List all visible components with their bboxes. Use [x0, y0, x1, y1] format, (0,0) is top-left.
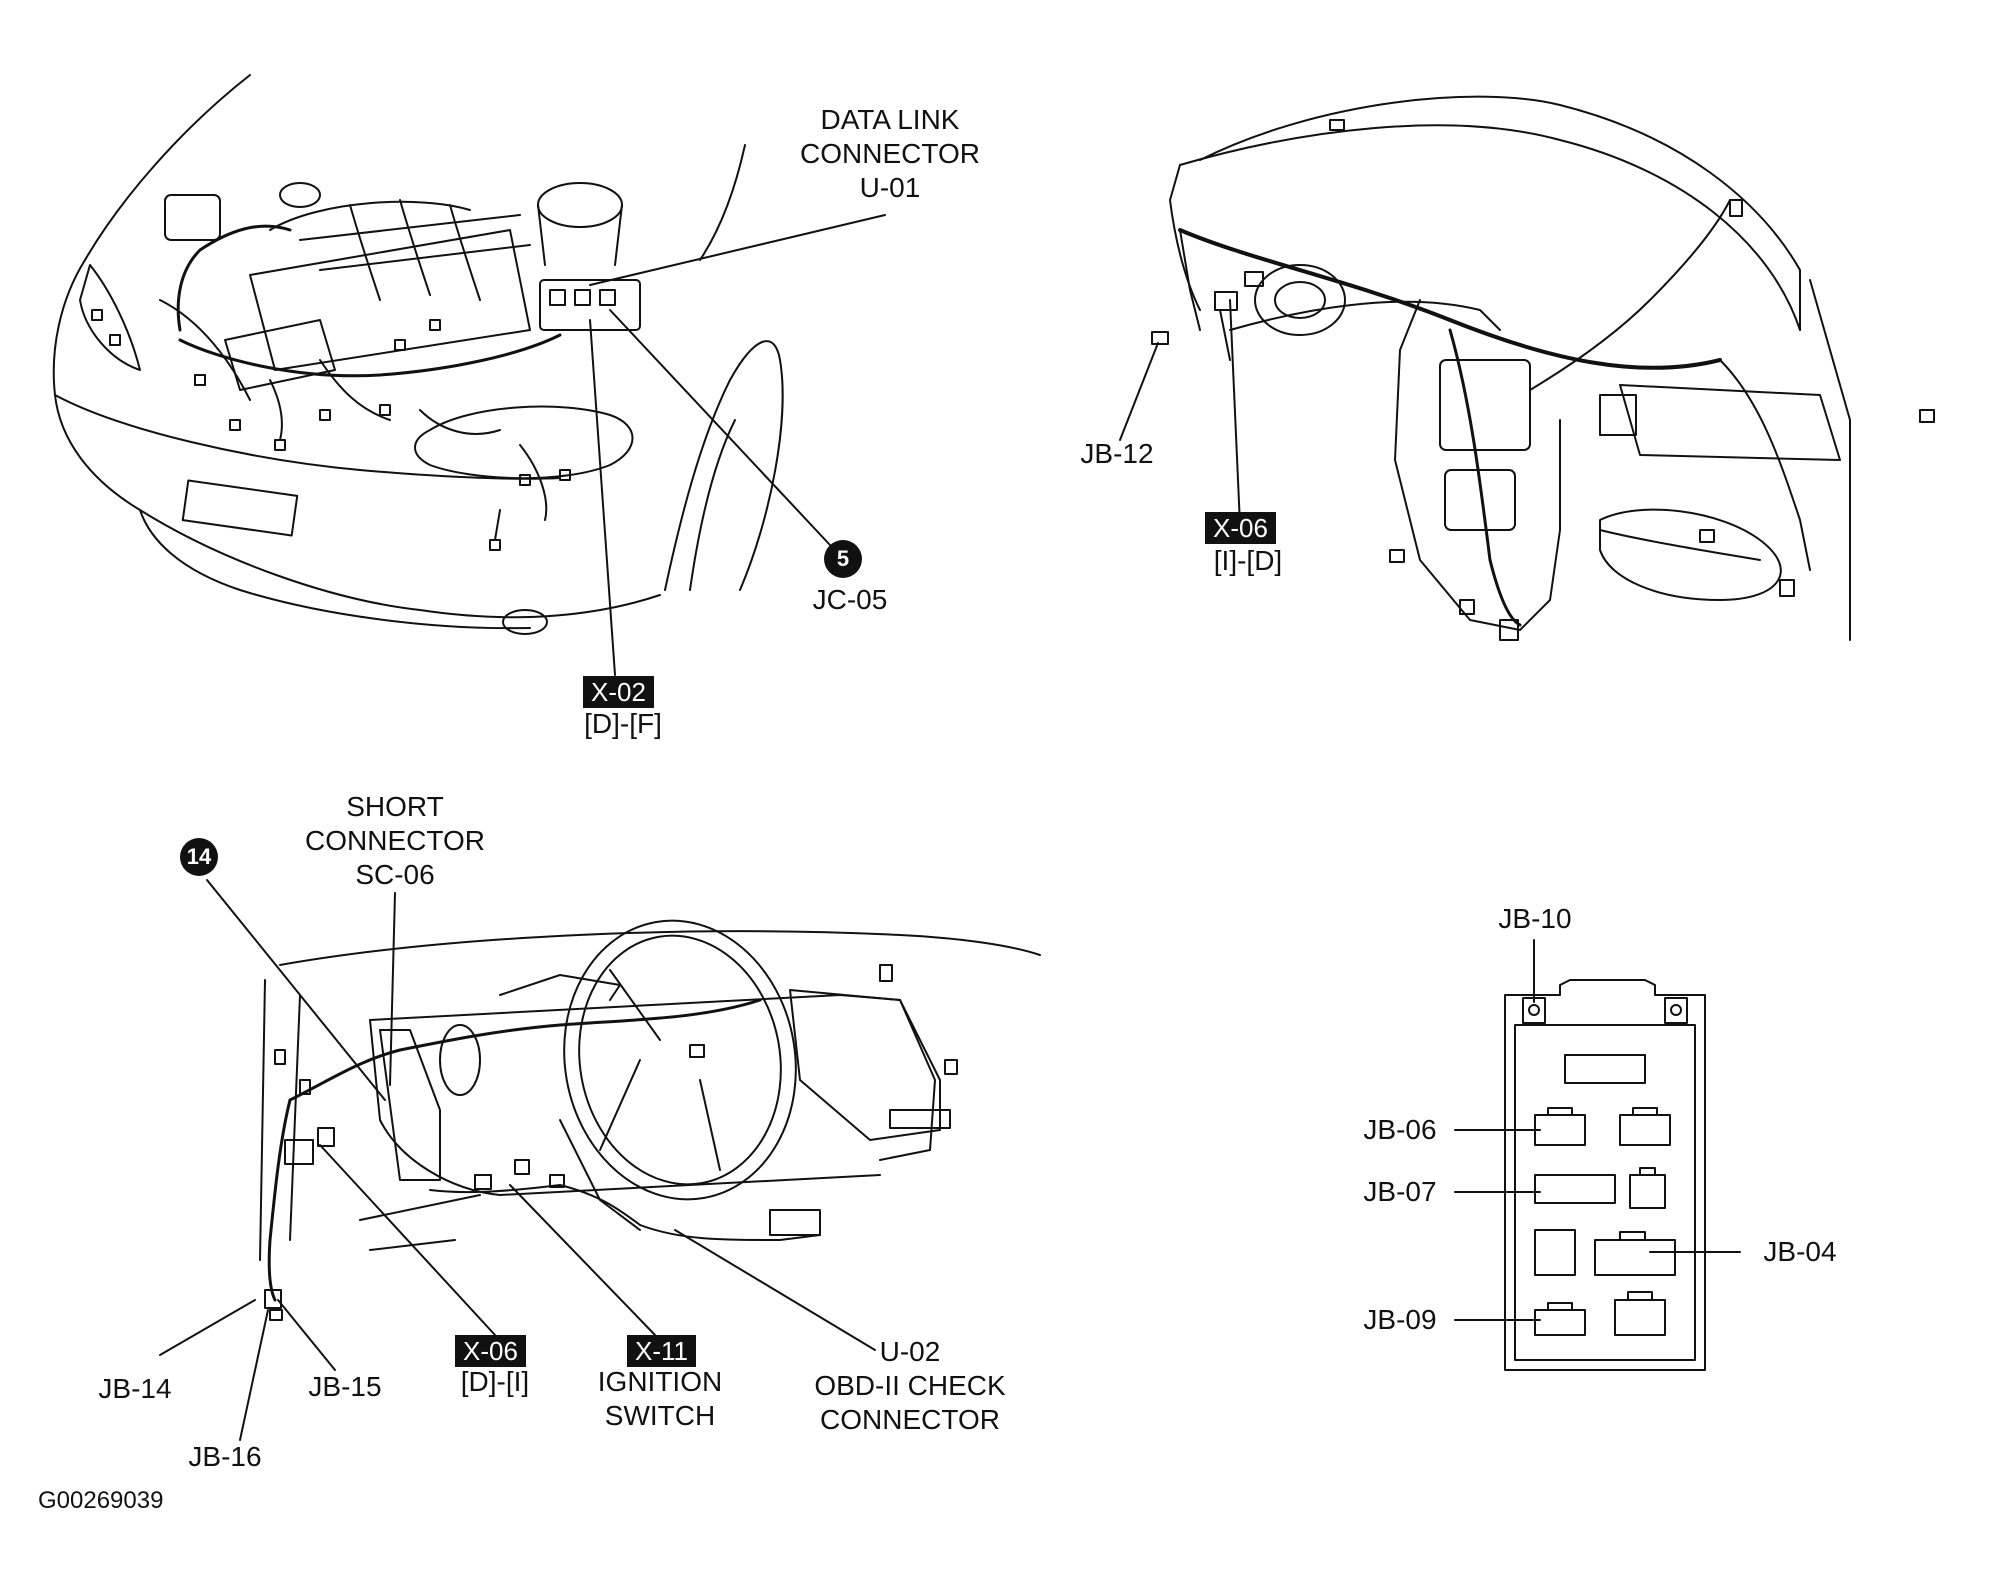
- data-link-connector-leader: [589, 214, 886, 286]
- data-link-connector-line1: DATA LINK: [820, 104, 960, 135]
- figure-id: G00269039: [38, 1487, 164, 1514]
- jb07-label: JB-07: [1363, 1176, 1437, 1207]
- jb12-leader: [1119, 342, 1159, 441]
- x06-dash-grid-label: [I]-[D]: [1213, 545, 1283, 576]
- jb16-label: JB-16: [188, 1441, 262, 1472]
- jb04-label: JB-04: [1763, 1236, 1837, 1267]
- x06-interior-grid-label: [D]-[I]: [460, 1366, 530, 1397]
- jb14-leader: [159, 1299, 256, 1356]
- jb10-label: JB-10: [1498, 903, 1572, 934]
- short-connector-label: SHORT CONNECTOR SC-06: [290, 790, 500, 892]
- jb09-label: JB-09: [1363, 1304, 1437, 1335]
- jb16-leader: [239, 1309, 269, 1441]
- jb15-label: JB-15: [308, 1371, 382, 1402]
- obd-line2: OBD-II CHECK: [814, 1370, 1006, 1401]
- badge-14: 14: [180, 838, 218, 876]
- x11-leader: [509, 1184, 656, 1336]
- engine-compartment-illustration: [52, 74, 886, 676]
- obd-line1: U-02: [879, 1336, 941, 1367]
- jb14-label: JB-14: [98, 1373, 172, 1404]
- obd-leader: [674, 1229, 876, 1351]
- short-connector-line2: CONNECTOR: [305, 825, 485, 856]
- short-connector-line1: SHORT: [346, 791, 444, 822]
- data-link-connector-line3: U-01: [859, 172, 921, 203]
- badge14-leader: [206, 879, 386, 1101]
- jb06-label: JB-06: [1363, 1114, 1437, 1145]
- obd-connector-label: U-02 OBD-II CHECK CONNECTOR: [790, 1335, 1030, 1437]
- jc05-badge: 5: [824, 540, 862, 578]
- obd-line3: CONNECTOR: [820, 1404, 1000, 1435]
- interior-steering-illustration: [159, 879, 1041, 1441]
- x02-grid-label: [D]-[F]: [584, 708, 662, 739]
- jb15-leader: [277, 1299, 336, 1371]
- jb12-label: JB-12: [1080, 438, 1154, 469]
- data-link-connector-line2: CONNECTOR: [800, 138, 980, 169]
- short-connector-leader: [389, 892, 396, 1086]
- junction-block-illustration: [1454, 939, 1741, 1371]
- x02-tag: X-02: [583, 676, 654, 708]
- dashboard-harness-illustration: [1119, 95, 1935, 641]
- ignition-line1: IGNITION: [597, 1366, 723, 1397]
- x06-interior-leader: [319, 1144, 496, 1336]
- x06-interior-tag: X-06: [455, 1335, 526, 1367]
- jc05-label: JC-05: [812, 584, 888, 615]
- ignition-line2: SWITCH: [604, 1400, 716, 1431]
- x11-tag: X-11: [627, 1335, 696, 1367]
- x06-dash-tag: X-06: [1205, 512, 1276, 544]
- jc05-leader: [609, 309, 831, 546]
- short-connector-line3: SC-06: [355, 859, 435, 890]
- x02-leader: [589, 319, 616, 676]
- x06-dash-leader: [1229, 299, 1241, 526]
- data-link-connector-label: DATA LINK CONNECTOR U-01: [790, 103, 990, 205]
- ignition-switch-label: IGNITION SWITCH: [580, 1365, 740, 1433]
